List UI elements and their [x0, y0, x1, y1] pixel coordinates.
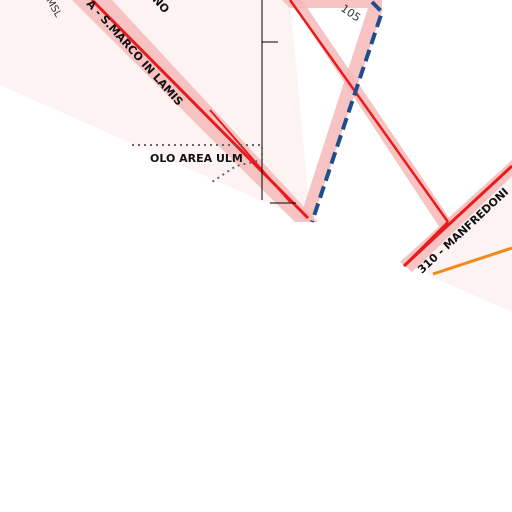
ulm-area-boundary: [132, 144, 263, 183]
orange-route-line[interactable]: [432, 246, 512, 276]
dashed-boundary-105[interactable]: [310, 0, 385, 223]
route-line-diagonal[interactable]: [288, 0, 450, 223]
route-line-manfredonia-2[interactable]: [403, 221, 449, 267]
route-line-sm-lamis-2[interactable]: [209, 109, 291, 203]
airspace-zone-left: [0, 0, 310, 218]
label-area-ulm: OLO AREA ULM: [150, 152, 243, 165]
corridor-buffer-top: [282, 0, 382, 222]
